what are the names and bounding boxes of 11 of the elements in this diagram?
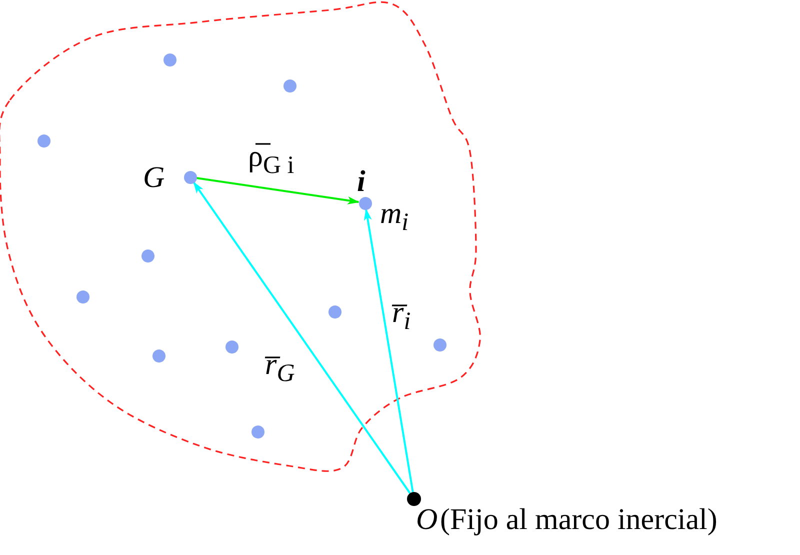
point-label: i [357, 167, 366, 197]
point-caption: (Fijo al marco inercial) [440, 505, 718, 535]
point-label: O [416, 505, 438, 535]
vector-label: ρ̅$_{G i}$ [248, 142, 294, 178]
vector-arrow [196, 176, 360, 204]
vector-label: r̅$_{G}$ [265, 350, 295, 386]
vector-arrow [192, 182, 411, 494]
vector-arrow [364, 208, 414, 492]
vector-label: r̅$_{i}$ [392, 298, 411, 334]
point-label: G [143, 163, 165, 193]
mass-label: m$_{i}$ [380, 199, 409, 235]
